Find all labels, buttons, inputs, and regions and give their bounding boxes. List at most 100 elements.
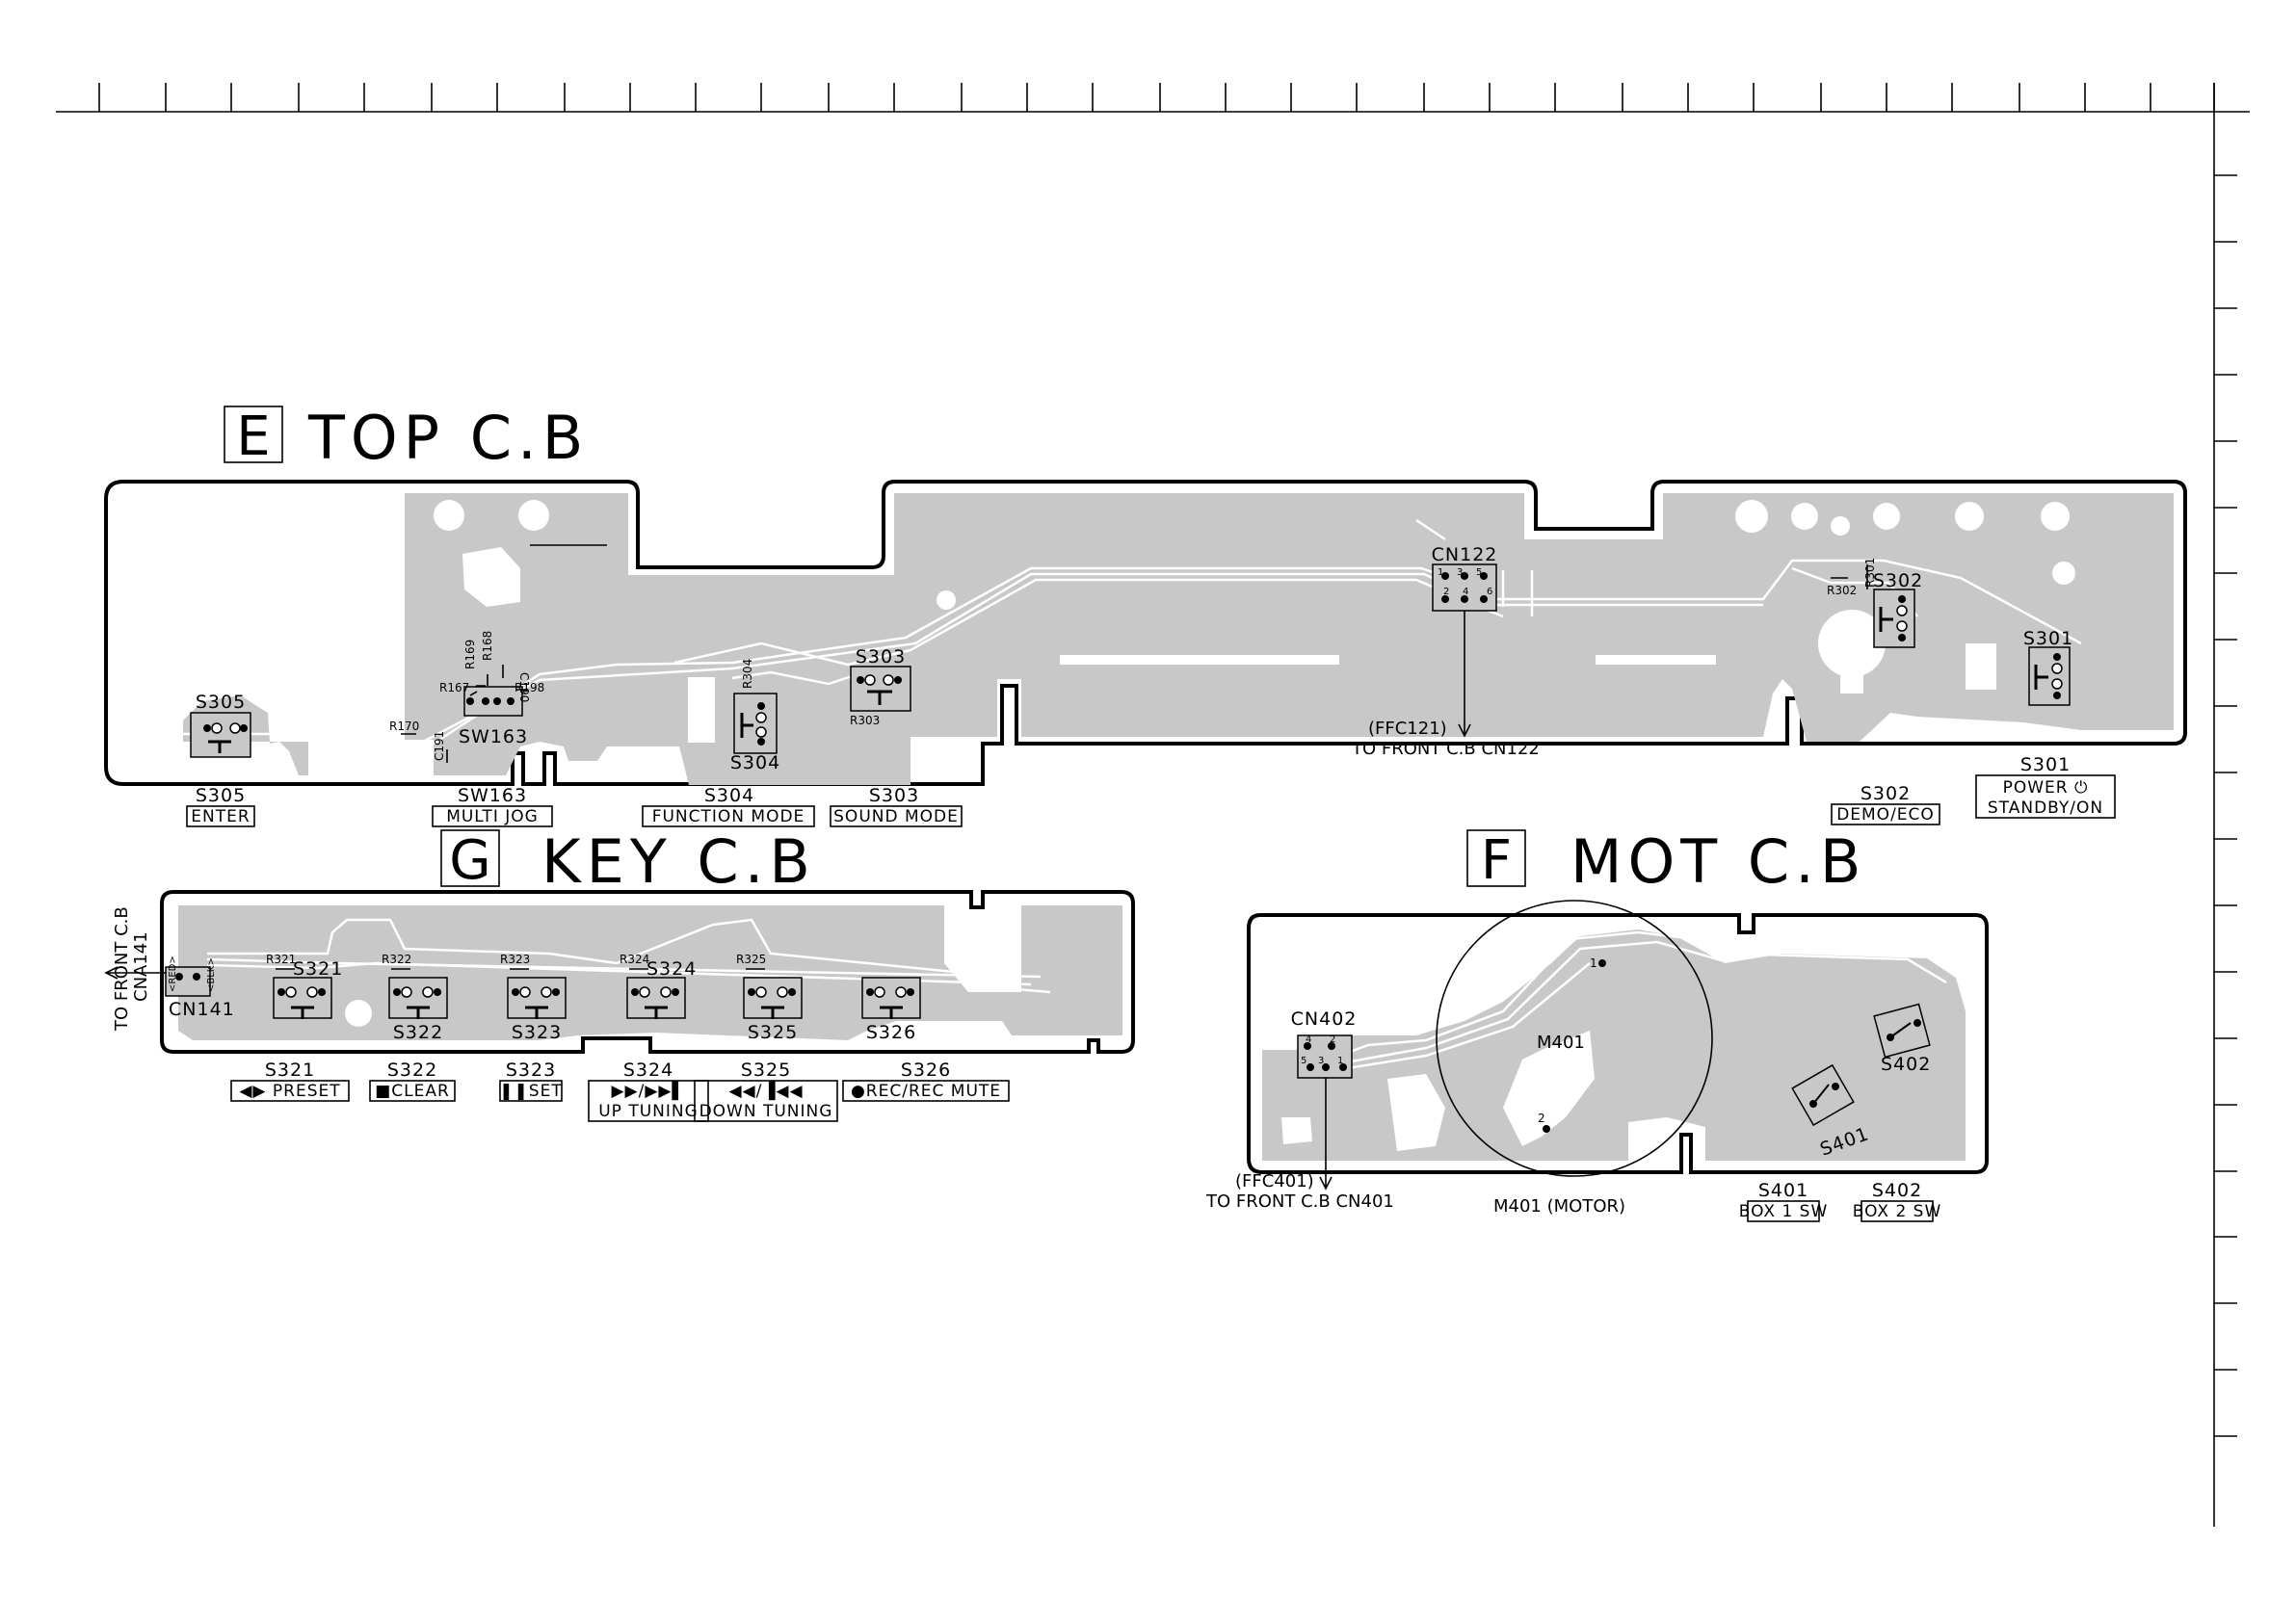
cn141-red: <RED> <box>168 955 178 992</box>
s305-switch: S305 <box>190 692 251 758</box>
m401-motor-outline <box>1436 900 1713 1177</box>
key-label-function: ●REC/REC MUTE <box>851 1082 1001 1101</box>
s303-ref: S303 <box>856 646 906 668</box>
cn141-ref: CN141 <box>169 999 235 1020</box>
s301-ref: S301 <box>2023 628 2073 649</box>
cn141-to-front-1: TO FRONT C.B <box>112 906 132 1032</box>
s301-switch: S301 <box>2023 628 2073 706</box>
top-clear-area <box>688 677 715 743</box>
top-label-function: POWER ⏻ <box>2003 778 2089 798</box>
r168-ref: R168 <box>481 631 494 661</box>
key-trace <box>206 961 1032 986</box>
cn122-to-front: TO FRONT C.B CN122 <box>1351 739 1540 759</box>
r304-ref: R304 <box>741 659 754 689</box>
key-label-ref: S325 <box>741 1060 791 1081</box>
mot-trace <box>1329 930 1947 1061</box>
key-label-function: ◀◀/▐◀◀ <box>728 1081 803 1101</box>
top-via <box>1831 516 1850 536</box>
key-function-labels: S321◀▶ PRESETS322■CLEARS323❚❚SETS324▶▶/▶… <box>230 1060 1010 1122</box>
top-mount-hole <box>2041 502 2070 531</box>
c191-ref: C191 <box>433 731 446 761</box>
top-label-ref: S304 <box>704 785 754 806</box>
m401-pin <box>1598 959 1606 967</box>
key-label-function: ◀▶ PRESET <box>239 1082 340 1101</box>
key-switch: S323 R323 <box>500 953 567 1043</box>
mot-label-function: BOX 2 SW <box>1853 1202 1942 1221</box>
top-mount-hole <box>1735 500 1768 533</box>
top-cb-copper-pour <box>183 493 2174 785</box>
top-cb-letter: E <box>236 406 270 468</box>
mot-clear-area <box>1503 1031 1595 1146</box>
top-label-function: MULTI JOG <box>446 807 539 826</box>
top-label-function2: STANDBY/ON <box>1988 798 2103 818</box>
top-mount-hole <box>1791 503 1818 530</box>
cn402-ref: CN402 <box>1291 1008 1358 1030</box>
key-label-ref: S326 <box>901 1060 951 1081</box>
key-label: S323❚❚SET <box>499 1060 563 1102</box>
cn122-pin: 5 <box>1476 567 1482 578</box>
cn122-ref: CN122 <box>1432 544 1498 565</box>
key-label-ref: S323 <box>506 1060 556 1081</box>
top-mount-hole <box>518 500 549 531</box>
key-switch-ref: S323 <box>512 1022 562 1043</box>
top-via <box>937 590 956 610</box>
m401-pin-label: 1 <box>1590 956 1597 970</box>
m401-motor-label: M401 (MOTOR) <box>1493 1196 1625 1217</box>
m401-ref: M401 <box>1537 1033 1585 1053</box>
key-switch-ref: S325 <box>748 1022 798 1043</box>
top-mount-hole <box>434 500 464 531</box>
top-clear-slot <box>1596 655 1716 665</box>
mot-cb-letter-box <box>1466 829 1526 887</box>
key-label-function: ■CLEAR <box>375 1082 450 1101</box>
s303-switch: S303 R303 <box>850 646 911 727</box>
key-switch-ref: S321 <box>293 958 343 980</box>
cn402-pin: 3 <box>1318 1056 1324 1066</box>
top-label-function: ENTER <box>191 807 250 826</box>
s402-ref: S402 <box>1881 1054 1931 1075</box>
r302-ref: R302 <box>1827 584 1857 597</box>
top-cb-title: TOP C.B <box>307 403 589 473</box>
mot-function-labels: S401 BOX 1 SW S402 BOX 2 SW <box>1739 1180 1942 1222</box>
cn402-connector: 4 2 5 3 1 CN402 (FFC401) TO FRONT C.B CN… <box>1205 1008 1394 1212</box>
key-label: S325◀◀/▐◀◀DOWN TUNING <box>694 1060 838 1122</box>
mot-cb-letter: F <box>1481 829 1512 892</box>
key-label: S322■CLEAR <box>369 1060 456 1102</box>
top-clear-area <box>1966 643 1996 690</box>
r303-ref: R303 <box>850 714 880 727</box>
top-label-ref: S303 <box>869 785 919 806</box>
cn122-pin: 1 <box>1438 567 1443 578</box>
top-label-ref: S301 <box>2020 754 2071 775</box>
top-via <box>2052 562 2075 585</box>
cn402-pin: 5 <box>1301 1056 1306 1066</box>
key-label-function: ▶▶/▶▶▌ <box>611 1081 685 1101</box>
key-resistor-ref: R325 <box>736 953 766 966</box>
top-label-ref: S305 <box>196 785 246 806</box>
key-resistor-ref: R323 <box>500 953 530 966</box>
sw163-ref: SW163 <box>459 726 528 747</box>
cn122-ffc-note: (FFC121) <box>1368 719 1447 739</box>
key-label-function2: UP TUNING <box>598 1102 699 1121</box>
top-label-function: FUNCTION MODE <box>652 807 805 826</box>
top-label-ref: S302 <box>1861 783 1911 804</box>
key-label-ref: S322 <box>387 1060 437 1081</box>
top-ruler-ticks <box>98 83 2215 112</box>
top-mount-hole <box>1955 502 1984 531</box>
r198-ref: R198 <box>515 681 544 694</box>
cn402-ffc-note: (FFC401) <box>1235 1171 1314 1191</box>
s302-switch: S302 R302 R301 <box>1827 558 1922 648</box>
r169-ref: R169 <box>463 640 477 669</box>
cn122-pin: 3 <box>1457 567 1463 578</box>
key-switch-ref: S326 <box>866 1022 916 1043</box>
s304-switch: S304 R304 <box>730 659 779 773</box>
cn122-connector: 1 3 5 2 4 6 CN122 (FFC121) TO FRONT C.B … <box>1351 544 1540 759</box>
top-label-ref: SW163 <box>458 785 527 806</box>
key-label-function: ❚❚SET <box>499 1082 562 1101</box>
key-cb-letter: G <box>449 829 490 892</box>
cn402-pin: 1 <box>1337 1056 1343 1066</box>
key-trace <box>206 957 1042 979</box>
